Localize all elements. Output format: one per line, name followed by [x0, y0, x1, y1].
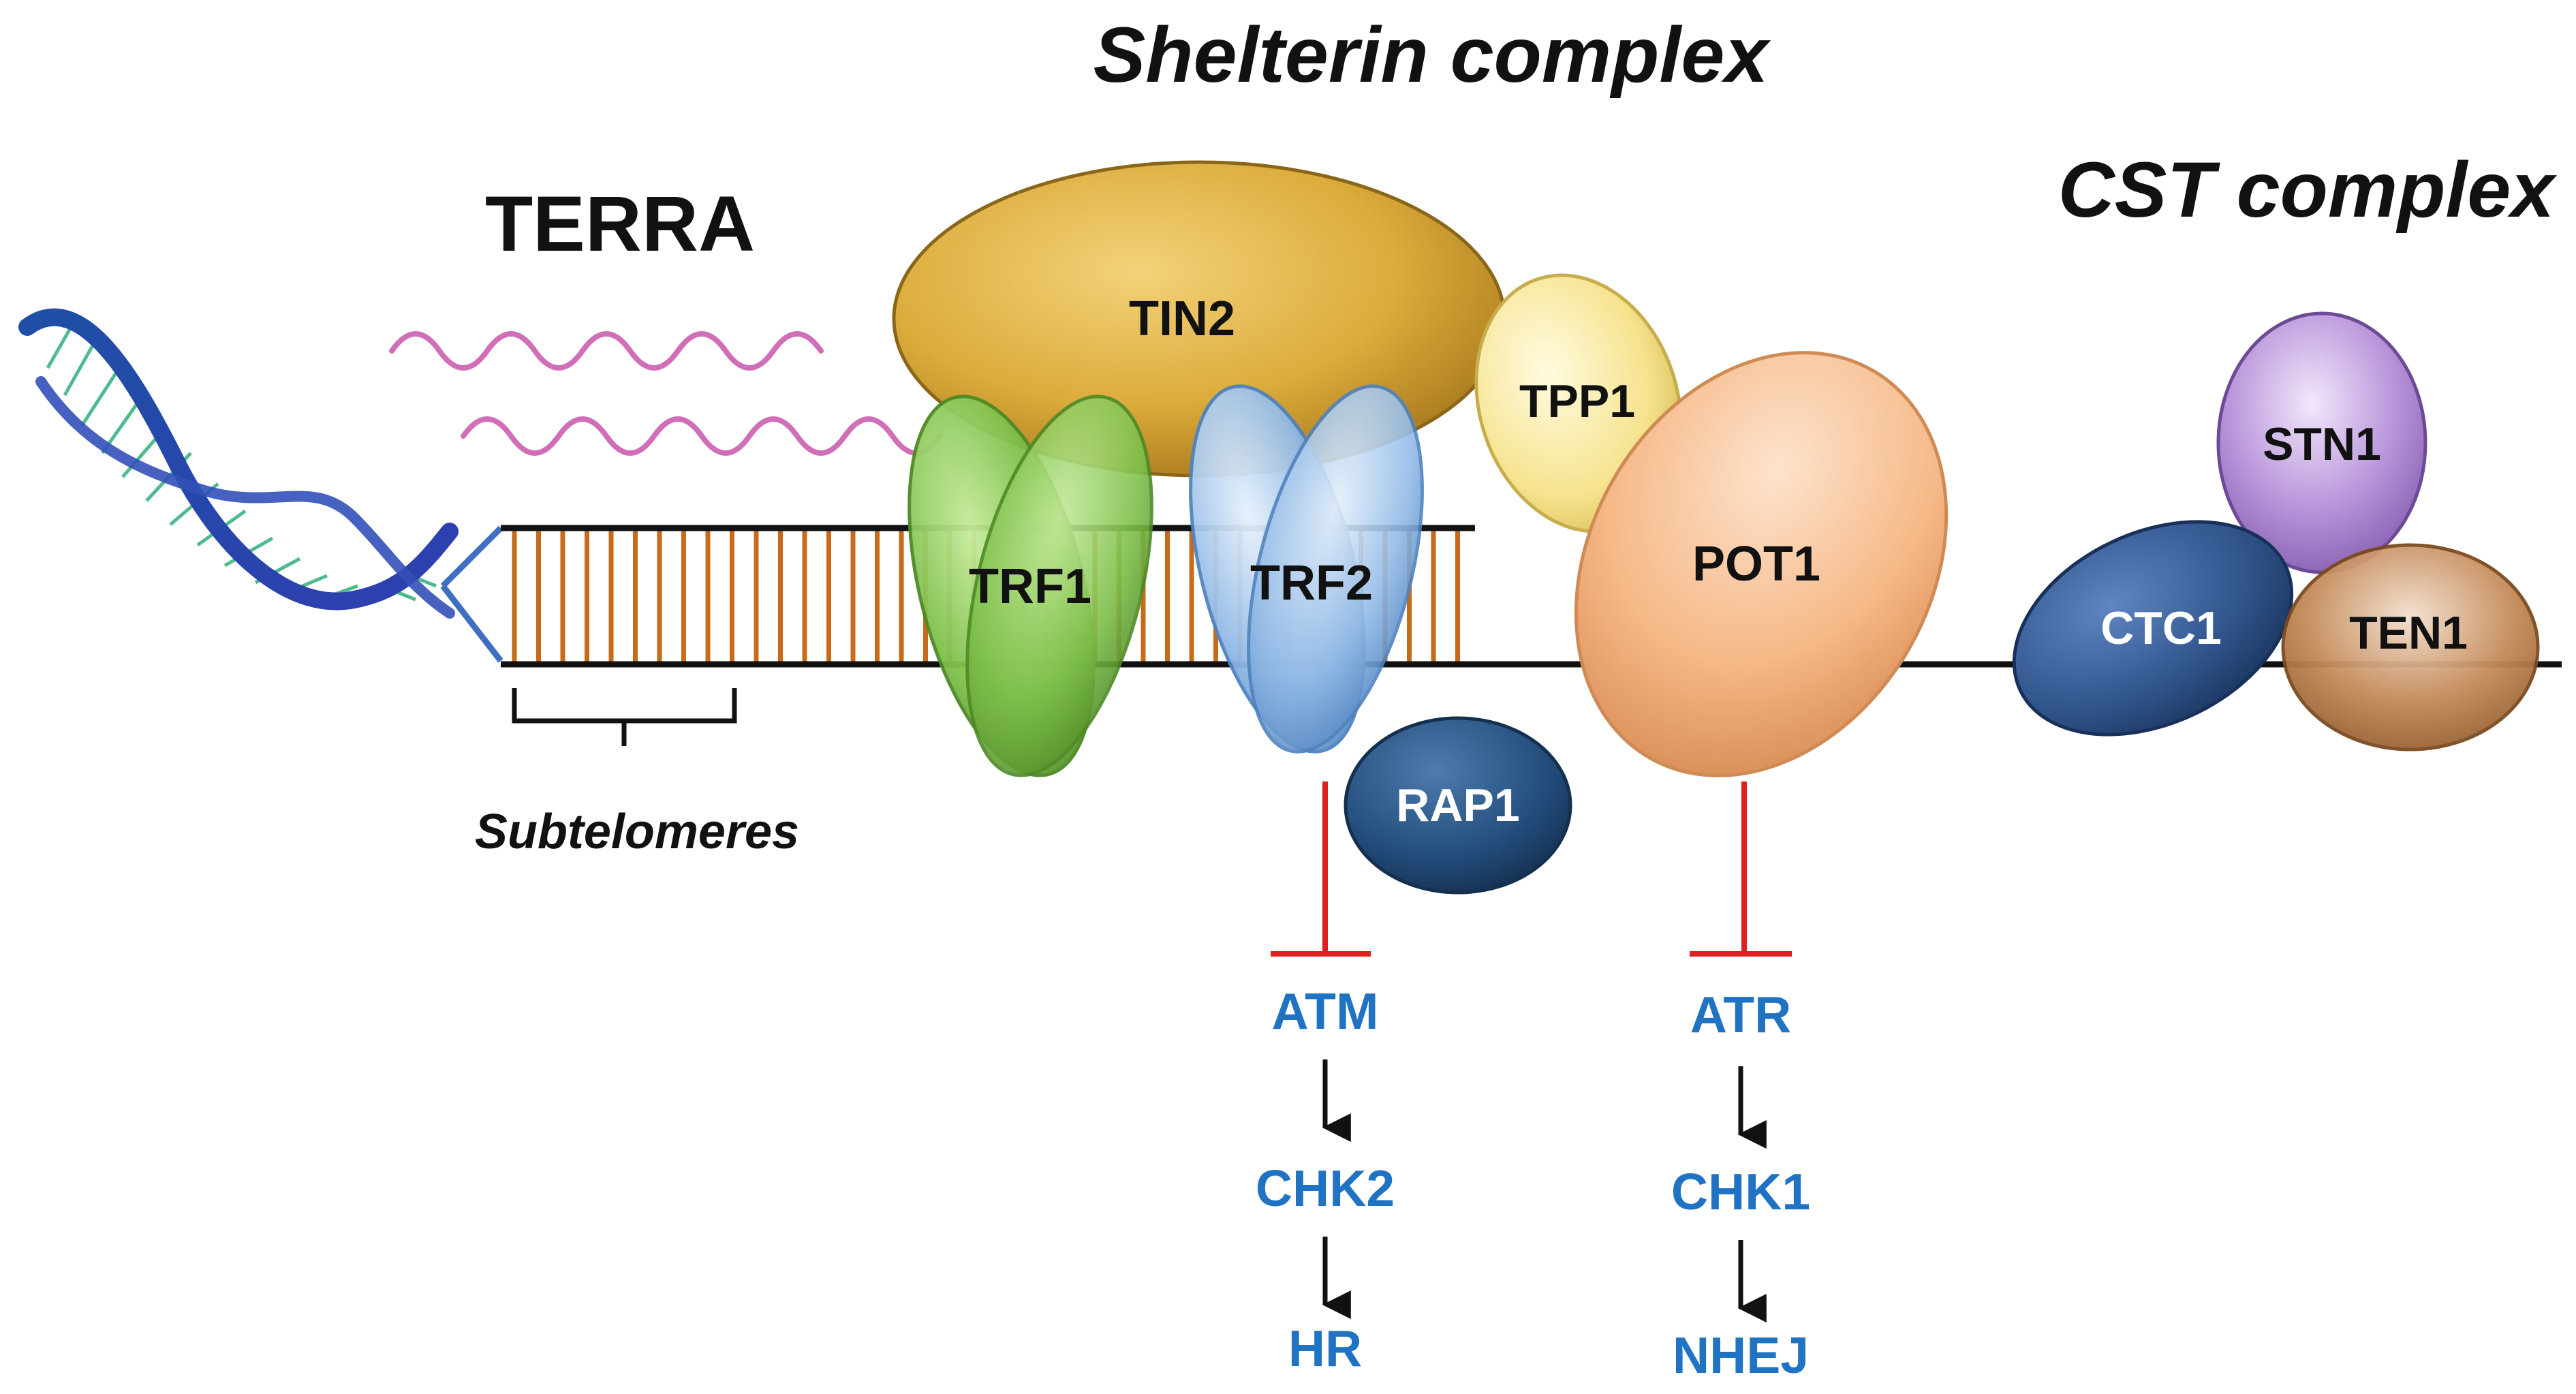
pathway-atr: ATR: [1690, 986, 1792, 1043]
rap1-protein: RAP1: [1344, 716, 1572, 895]
stn1-protein: STN1: [2216, 311, 2427, 574]
subtelomeres-bracket: [512, 688, 737, 746]
pathway-left: ATM CHK2 HR: [1256, 982, 1395, 1377]
pathway-nhej: NHEJ: [1673, 1327, 1809, 1384]
tpp1-label: TPP1: [1519, 375, 1635, 427]
inhibition-right: [1690, 781, 1792, 957]
cst-title: CST complex: [2058, 146, 2558, 234]
terra-title: TERRA: [485, 181, 755, 268]
subtelomeres-label: Subtelomeres: [475, 805, 799, 859]
dna-helix-icon: [18, 308, 459, 619]
ctc1-protein: CTC1: [2012, 520, 2294, 737]
telomere-junction: [440, 525, 503, 663]
terra-rna-strand-1: [389, 331, 824, 371]
trf2-label: TRF2: [1250, 556, 1373, 610]
ten1-label: TEN1: [2349, 607, 2468, 659]
shelterin-title: Shelterin complex: [1093, 12, 1771, 99]
rap1-label: RAP1: [1396, 779, 1519, 831]
inhibition-left: [1271, 781, 1371, 957]
ten1-protein: TEN1: [2281, 543, 2540, 752]
pathway-atm: ATM: [1272, 982, 1379, 1040]
terra-rna-strand-2: [461, 416, 943, 456]
stn1-label: STN1: [2263, 418, 2381, 470]
trf2-protein: TRF2: [1189, 384, 1424, 754]
pathway-chk2: CHK2: [1256, 1160, 1395, 1217]
trf1-protein: TRF1: [907, 394, 1153, 777]
ctc1-label: CTC1: [2100, 602, 2222, 654]
trf1-label: TRF1: [969, 559, 1091, 614]
tin2-label: TIN2: [1129, 292, 1235, 346]
pathway-hr: HR: [1288, 1320, 1362, 1377]
terra-rna: [389, 331, 943, 456]
pot1-protein: POT1: [1574, 351, 1949, 777]
pathway-chk1: CHK1: [1671, 1163, 1810, 1220]
pathway-right: ATR CHK1 NHEJ: [1671, 986, 1810, 1384]
pot1-label: POT1: [1692, 537, 1820, 591]
